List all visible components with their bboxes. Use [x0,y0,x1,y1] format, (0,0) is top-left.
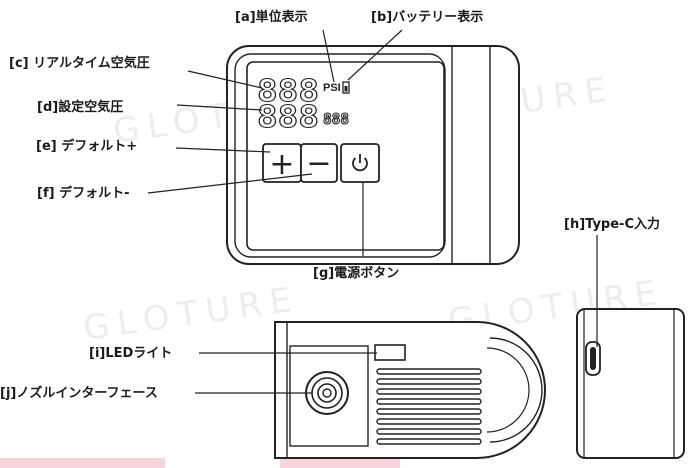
label-unit-display: [a]単位表示 [235,9,308,25]
label-realtime-pressure: [c] リアルタイム空気圧 [9,55,150,71]
accent-bar [280,458,400,468]
battery-icon [342,81,350,94]
watermark-text: GLOTURE [81,279,302,349]
side-view [576,235,685,459]
lcd-preset-digits: 888 [257,100,319,135]
label-default-plus: [e] デフォルト+ [36,138,137,154]
vent-slots [376,368,482,445]
accent-bar [0,458,165,468]
label-battery-display: [b]バッテリー表示 [371,9,483,25]
label-led-light: [i]LEDライト [89,346,172,361]
label-type-c-input: [h]Type-C入力 [564,216,660,232]
label-nozzle-interface: [j]ノズルインターフェース [0,385,158,401]
lcd-small-digits: 888 [323,110,349,128]
callout-labels: [a]単位表示 [b]バッテリー表示 [c] リアルタイム空気圧 [d]設定空気… [0,9,660,401]
led-light [374,344,406,361]
minus-label: − [306,146,331,181]
top-view [274,321,546,459]
label-preset-pressure: [d]設定空気圧 [37,99,123,115]
front-view: 888 PSI 888 888 + − [226,45,520,265]
lcd-realtime-digits: 888 [257,74,319,109]
label-default-minus: [f] デフォルト- [37,185,129,201]
device-body-side [576,308,685,459]
lcd-unit: PSI [323,82,341,94]
nozzle-plate [289,345,369,447]
leader-lines-front [147,29,403,256]
minus-button[interactable] [300,143,338,183]
label-power-button: [g]電源ボタン [313,265,399,281]
lcd-window [246,61,445,251]
power-icon [352,154,368,172]
leader-lines-top [195,352,377,394]
front-panel-frame [234,53,446,258]
